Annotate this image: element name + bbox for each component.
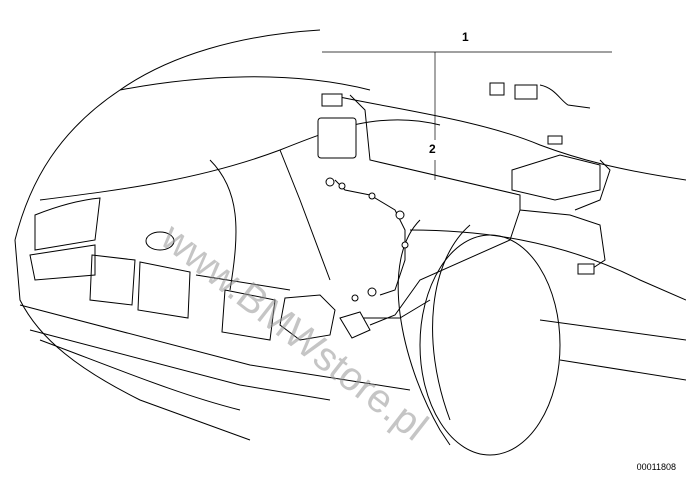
components	[279, 82, 601, 341]
wiring-harness	[334, 84, 611, 326]
relay	[489, 82, 505, 96]
connector	[514, 84, 538, 100]
car-body	[14, 29, 686, 456]
control-module	[317, 117, 357, 159]
leader-lines	[322, 51, 612, 180]
connector-plug	[321, 93, 343, 107]
control-unit-housing	[511, 154, 601, 201]
valve-actuator	[279, 294, 336, 341]
connector-end	[577, 263, 595, 275]
callout-1: 1	[462, 30, 469, 44]
small-connector	[547, 135, 563, 145]
callout-2: 2	[429, 142, 436, 156]
reference-number: 00011808	[636, 462, 676, 472]
hose-elbow	[339, 311, 371, 339]
